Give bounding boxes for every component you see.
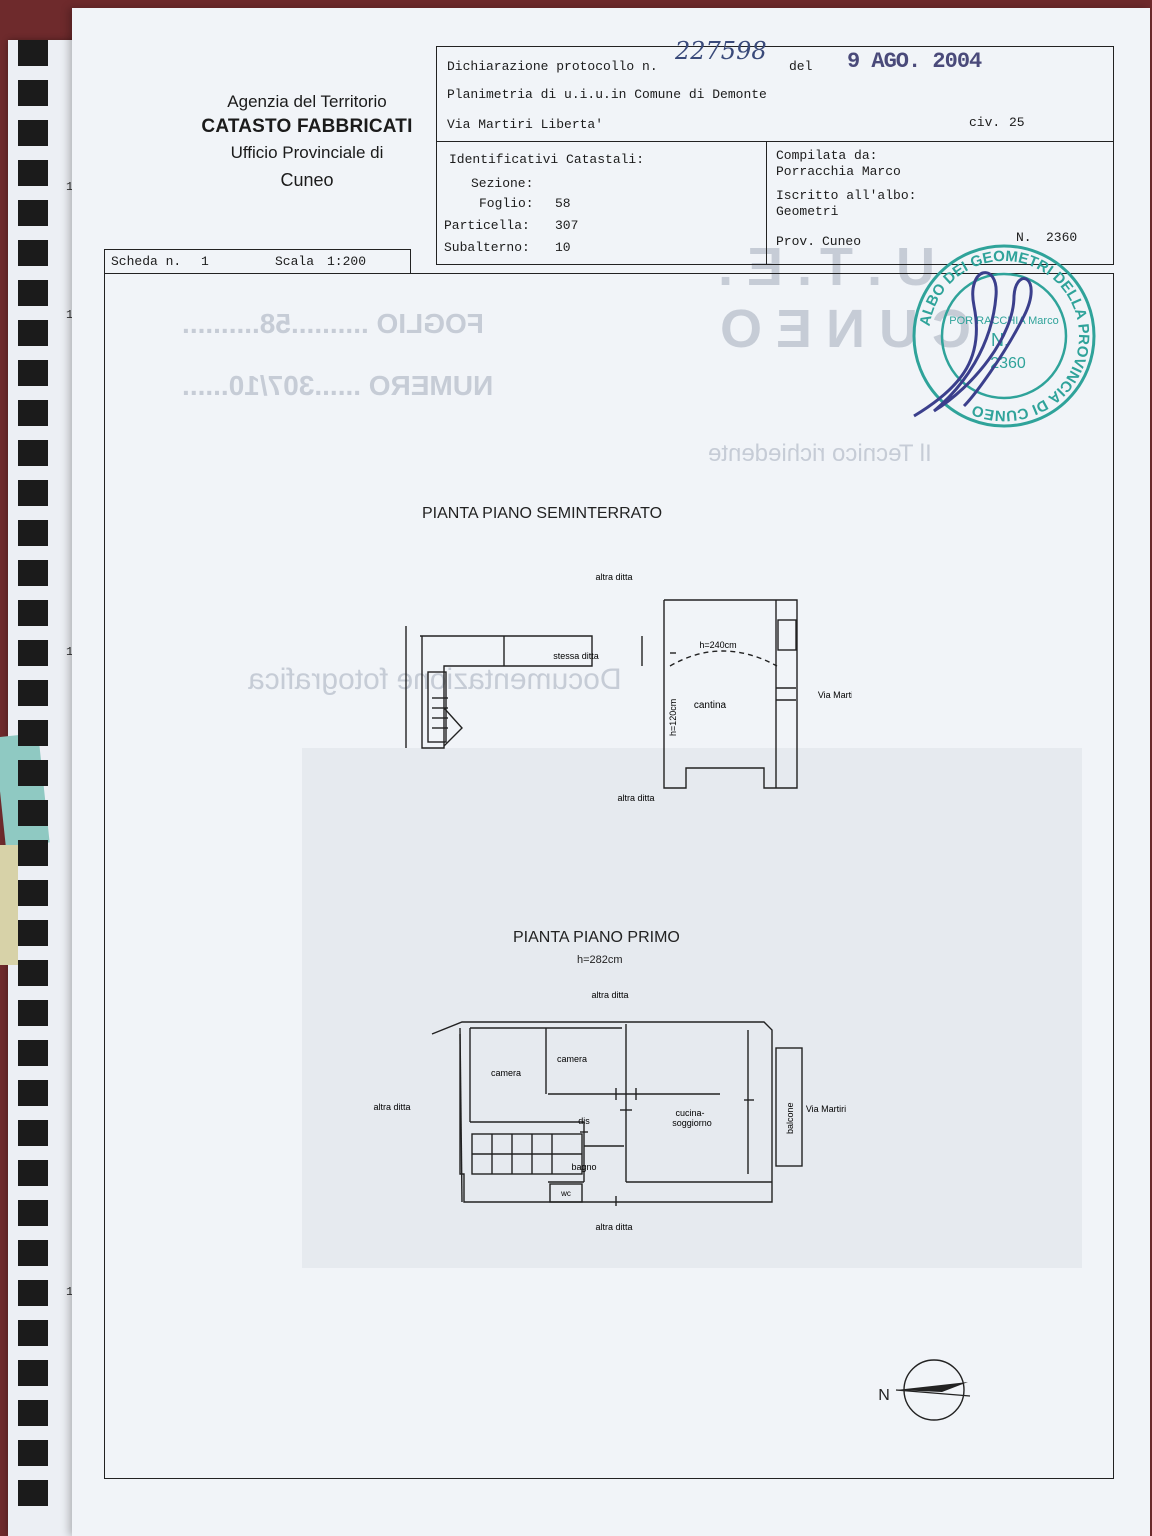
signature	[913, 271, 1033, 418]
stessa-ditta-label: stessa ditta	[553, 651, 599, 661]
basement-plan: altra ditta altra ditta stessa ditta h=2…	[405, 572, 852, 803]
first-south-label: altra ditta	[595, 1222, 632, 1232]
north-arrow: N	[878, 1359, 971, 1421]
subalterno-value: 10	[555, 240, 571, 255]
basement-north-label: altra ditta	[595, 572, 632, 582]
identifiers-title: Identificativi Catastali:	[449, 152, 645, 167]
civ-number: 25	[1009, 115, 1025, 130]
identifiers-box: Identificativi Catastali: Sezione: Fogli…	[436, 141, 767, 265]
particella-value: 307	[555, 218, 579, 233]
protocol-label: Dichiarazione protocollo n.	[447, 59, 658, 74]
sezione-label: Sezione:	[471, 176, 534, 191]
first-floor-walls	[431, 1021, 803, 1206]
foglio-label: Foglio:	[479, 196, 534, 211]
scheda-number: 1	[201, 254, 209, 269]
cantina-label: cantina	[694, 700, 727, 711]
subalterno-label: Subalterno:	[444, 240, 530, 255]
particella-label: Particella:	[444, 218, 530, 233]
scala-label: Scala	[275, 254, 315, 269]
scheda-label: Scheda n.	[111, 254, 182, 269]
scala-value: 1:200	[327, 254, 367, 269]
cucina-label-1: cucina-	[675, 1108, 704, 1118]
date-stamp: 9 AGO. 2004	[847, 49, 982, 74]
north-label: N	[878, 1387, 890, 1404]
bagno-label: bagno	[571, 1162, 596, 1172]
balcone-label: balcone	[785, 1102, 795, 1134]
protocol-number: 227598	[675, 37, 767, 65]
wc-label: wc	[560, 1189, 571, 1198]
basement-side-height: h=120cm	[668, 699, 678, 736]
city-name: Cuneo	[280, 169, 334, 190]
basement-south-label: altra ditta	[617, 793, 654, 803]
planimetria-line: Planimetria di u.i.u.in Comune di Demont…	[447, 87, 767, 102]
first-west-label: altra ditta	[373, 1102, 410, 1112]
basement-street-label: Via Martiri	[818, 690, 852, 700]
drawing-frame	[104, 273, 1114, 1479]
agency-name: Agenzia del Territorio	[227, 92, 387, 111]
prov-label: Prov.	[776, 234, 816, 249]
line-mark: 1	[66, 308, 74, 322]
geometri-stamp: ALBO DEI GEOMETRI DELLA PROVINCIA DI CUN…	[912, 244, 1096, 428]
agency-header: Agenzia del Territorio CATASTO FABBRICAT…	[192, 92, 422, 191]
foglio-value: 58	[555, 196, 571, 211]
ufficio-label: Ufficio Provinciale di	[230, 143, 384, 163]
compiled-label: Compilata da:	[776, 148, 878, 163]
first-north-label: altra ditta	[591, 990, 628, 1000]
registration-n-label: N.	[1016, 230, 1032, 245]
compass-needle-icon	[896, 1382, 968, 1392]
albo-label: Iscritto all'albo:	[776, 188, 917, 203]
spiral-binding	[18, 40, 48, 1520]
first-floor-height: h=282cm	[577, 954, 623, 966]
scheda-box: Scheda n. 1 Scala 1:200	[104, 249, 411, 274]
albo-value: Geometri	[776, 204, 839, 219]
dis-label: dis	[578, 1116, 590, 1126]
compiled-box: Compilata da: Porracchia Marco Iscritto …	[766, 141, 1114, 265]
line-mark: 1	[66, 180, 74, 194]
first-street-label: Via Martiri	[806, 1104, 846, 1114]
sticky-note	[0, 845, 18, 965]
registration-number: 2360	[1046, 230, 1078, 245]
basement-height: h=240cm	[699, 640, 736, 650]
compiler-name: Porracchia Marco	[776, 164, 901, 179]
civ-label: civ.	[969, 115, 1001, 130]
camera-1-label: camera	[491, 1068, 521, 1078]
basement-walls	[405, 599, 798, 789]
first-floor-title: PIANTA PIANO PRIMO	[513, 929, 680, 946]
stamp-inner-name: POR RACCHIA Marco	[949, 315, 1058, 327]
first-floor-plan: altra ditta altra ditta altra ditta Via …	[373, 990, 846, 1232]
prov-value: Cuneo	[822, 234, 862, 249]
cucina-label-2: soggiorno	[672, 1118, 712, 1128]
basement-plan-title: PIANTA PIANO SEMINTERRATO	[422, 505, 663, 522]
declaration-box: Dichiarazione protocollo n. 227598 del 9…	[436, 37, 1114, 142]
camera-2-label: camera	[557, 1054, 587, 1064]
catasto-title: CATASTO FABBRICATI	[201, 116, 413, 138]
del-label: del	[789, 59, 813, 74]
address-line: Via Martiri Liberta'	[447, 117, 604, 132]
cadastral-plan-sheet: FOGLIO ..........58.......... NUMERO ...…	[72, 8, 1150, 1536]
